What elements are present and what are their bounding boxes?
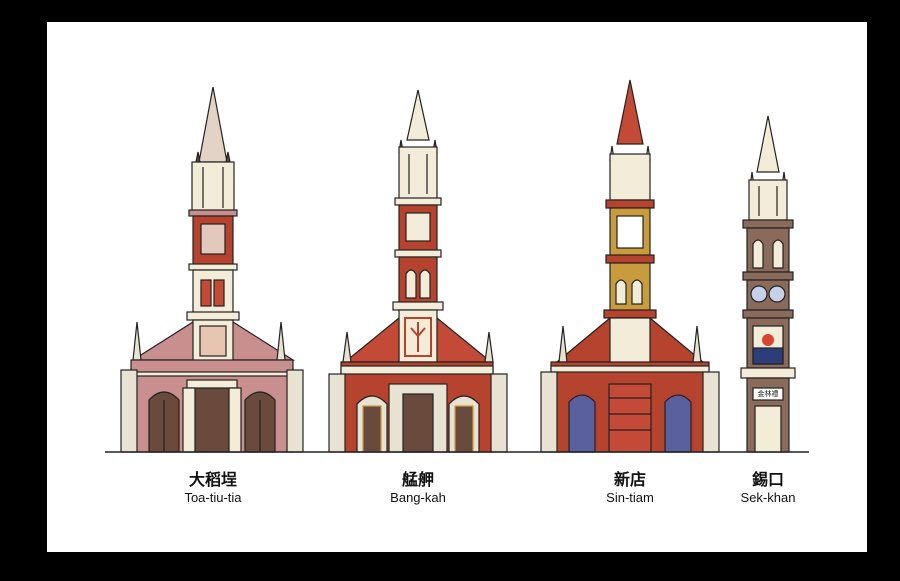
church-name-romanized: Toa-tiu-tia	[184, 490, 242, 505]
church-bang-kah	[328, 89, 508, 453]
church-name-romanized: Sek-khan	[740, 490, 796, 505]
church-name-cn: 艋舺	[401, 470, 434, 489]
illustration-card: 大稻埕 Toa-tiu-tia 艋舺 Bang-kah 新店 Sin-tiam …	[47, 22, 867, 552]
label-toa-tiu-tia: 大稻埕 Toa-tiu-tia	[133, 470, 293, 506]
sek-khan-sign: 金林禮	[757, 390, 779, 398]
label-sin-tiam: 新店 Sin-tiam	[550, 470, 710, 506]
church-name-cn: 新店	[613, 470, 646, 489]
church-name-romanized: Sin-tiam	[606, 490, 654, 505]
church-name-romanized: Bang-kah	[390, 490, 446, 505]
church-sin-tiam	[540, 79, 720, 453]
church-sek-khan	[740, 115, 796, 453]
church-toa-tiu-tia	[120, 86, 304, 453]
label-sek-khan: 錫口 Sek-khan	[688, 470, 848, 506]
church-name-cn: 大稻埕	[188, 470, 237, 489]
church-name-cn: 錫口	[751, 470, 784, 489]
church-illustration	[105, 79, 809, 453]
label-bang-kah: 艋舺 Bang-kah	[338, 470, 498, 506]
